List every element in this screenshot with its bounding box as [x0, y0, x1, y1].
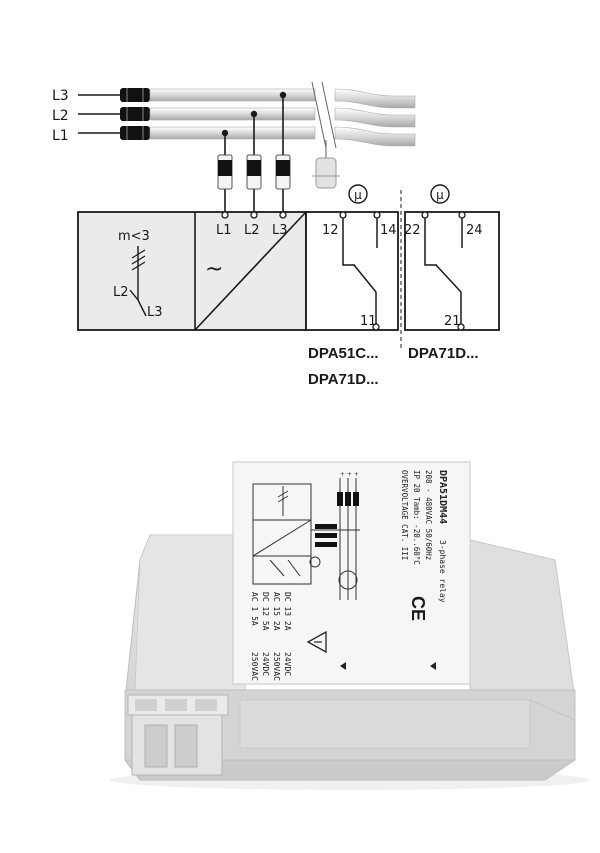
- terminal-label-l3: L3: [272, 223, 288, 238]
- converter-diagonal: [194, 211, 307, 331]
- phase-fuse-l2: [120, 107, 150, 121]
- relay1-contact-14: 14: [380, 223, 397, 238]
- phase-fuse-l3: [120, 88, 150, 102]
- phase-label-l2: L2: [52, 108, 69, 124]
- arrow-icon-right: [430, 662, 436, 670]
- terminal-label-l2: L2: [244, 223, 260, 238]
- rating-right-3: 250VAC: [272, 652, 281, 681]
- phase-label-l1: L1: [52, 128, 69, 144]
- label-title: DPA51DM44: [437, 470, 448, 524]
- ce-mark: CE: [408, 596, 428, 621]
- relay2-contact-22: 22: [404, 223, 421, 238]
- break-mark: [311, 81, 327, 149]
- converter-symbol: ~: [205, 257, 223, 282]
- relay1-contact-12: 12: [322, 223, 339, 238]
- cable-l3-right: [334, 88, 416, 109]
- label-text-block: DPA51DM44 3-phase relay 208 - 480VAC 50/…: [400, 470, 448, 603]
- relay2-coil-icon: [430, 184, 450, 204]
- rating-right-4: 24VDC: [283, 652, 292, 676]
- relay1-switch: [353, 264, 377, 293]
- cable-l2: [149, 107, 316, 121]
- tap-fuse-l1: [217, 154, 233, 190]
- rating-left-1: AC 1 5A: [250, 592, 259, 626]
- model-right-1: DPA71D...: [408, 345, 479, 362]
- phase-label-l3: L3: [52, 88, 69, 104]
- label-line-1: 208 - 480VAC 50/60Hz: [424, 470, 433, 560]
- relay2-contact-24: 24: [466, 223, 483, 238]
- model-left-2: DPA71D...: [308, 371, 379, 388]
- label-subtitle: 3-phase relay: [438, 540, 447, 603]
- ratings-block: AC 1 5A DC 12 5A AC 15 2A DC 13 2A 250VA…: [250, 592, 292, 681]
- rating-left-2: DC 12 5A: [261, 592, 270, 631]
- svg-text:+ + +: + + +: [340, 471, 359, 478]
- label-mini-diagram: + + +: [252, 471, 360, 600]
- rating-right-1: 250VAC: [250, 652, 259, 681]
- sensor-probe: [312, 140, 340, 189]
- sensor-label-l2: L2: [113, 285, 129, 300]
- sensor-label-l3: L3: [147, 305, 163, 320]
- condition-label: m<3: [118, 229, 150, 244]
- relay-device: + + + DPA51DM44 3-phase relay 208 - 480V…: [110, 461, 590, 790]
- model-left-1: DPA51C...: [308, 345, 379, 362]
- cable-l2-right: [334, 107, 416, 128]
- din-clip: [127, 694, 229, 776]
- rating-right-2: 24VDC: [261, 652, 270, 676]
- label-line-2: IP 20 Tamb: -20..60°C: [412, 470, 421, 565]
- relay1-common-11: 11: [360, 314, 377, 329]
- label-line-3: OVERVOLTAGE CAT. III: [400, 470, 409, 560]
- relay2-symbol: µ: [436, 188, 444, 202]
- terminal-label-l1: L1: [216, 223, 232, 238]
- rating-left-3: AC 15 2A: [272, 592, 281, 631]
- device-label: [232, 461, 471, 685]
- relay2-box: [404, 211, 500, 331]
- arrow-icon-left: [340, 662, 346, 670]
- relay1-box: [305, 211, 399, 331]
- phase-fuse-l1: [120, 126, 150, 140]
- relay1-coil-icon: [348, 184, 368, 204]
- cable-l3: [149, 88, 316, 102]
- warning-triangle-icon: [306, 630, 327, 654]
- cable-l1-right: [334, 126, 416, 147]
- tap-fuse-l3: [275, 154, 291, 190]
- tap-fuse-l2: [246, 154, 262, 190]
- cable-l1: [149, 126, 316, 140]
- wiring-diagram: L3 L2 L1: [52, 81, 500, 388]
- relay1-symbol: µ: [354, 188, 362, 202]
- relay2-common-21: 21: [444, 314, 461, 329]
- relay2-switch: [435, 264, 462, 293]
- rating-left-4: DC 13 2A: [283, 592, 292, 631]
